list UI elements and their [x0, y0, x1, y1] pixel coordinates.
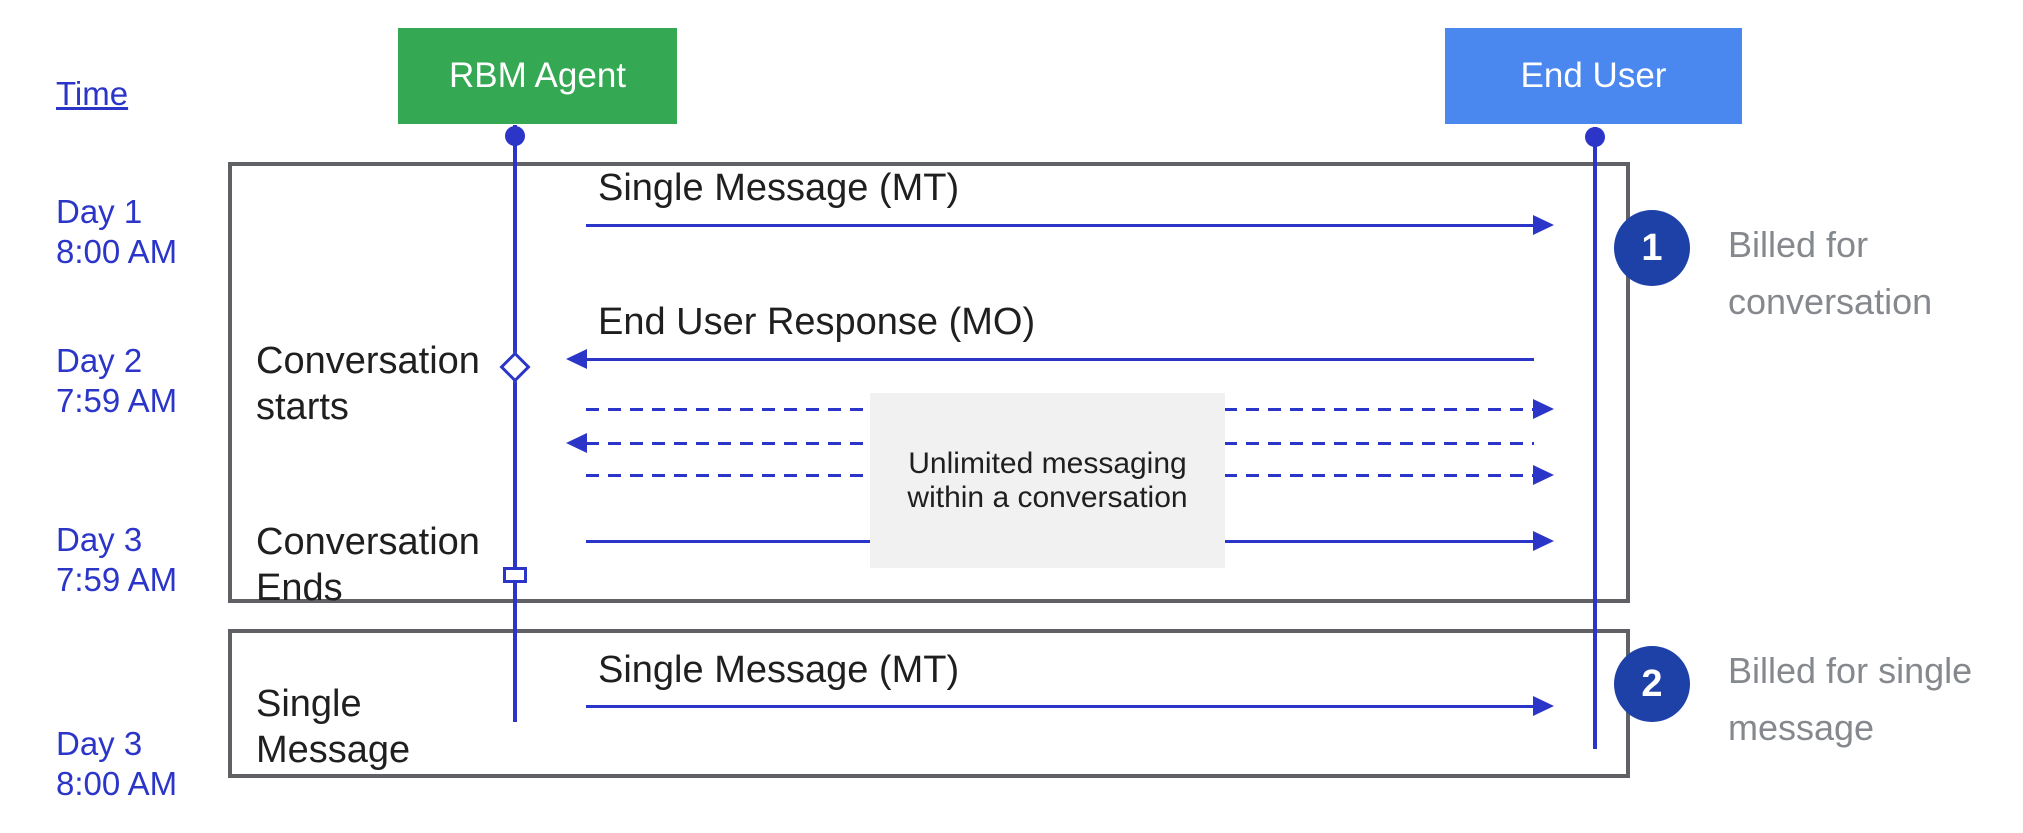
milestone-line: Single — [256, 683, 362, 725]
caption-line: conversation — [1728, 281, 1933, 322]
caption-line: Billed for — [1728, 224, 1869, 265]
milestone-conversation-ends: Conversation Ends — [256, 519, 480, 611]
timestamp-day1: Day 1 8:00 AM — [56, 192, 177, 272]
end-user-lifeline — [1593, 127, 1597, 749]
arrowhead-right-icon — [1533, 696, 1554, 716]
caption-billed-for-single-message: Billed for single message — [1728, 642, 1972, 756]
message-label-end-user-response-mo: End User Response (MO) — [598, 301, 1036, 343]
milestone-line: Ends — [256, 567, 343, 609]
time-axis-label: Time — [56, 75, 129, 112]
milestone-single-message: Single Message — [256, 681, 410, 773]
milestone-line: Conversation — [256, 340, 480, 382]
arrow-shaft — [586, 223, 1534, 227]
caption-line: message — [1728, 707, 1875, 748]
actor-rbm-agent: RBM Agent — [398, 28, 677, 124]
arrowhead-right-icon — [1533, 531, 1554, 551]
message-label-single-message-mt: Single Message (MT) — [598, 167, 960, 209]
arrowhead-right-icon — [1533, 215, 1554, 235]
milestone-line: starts — [256, 386, 349, 428]
timestamp-time: 7:59 AM — [56, 382, 178, 419]
conversation-end-square-icon — [503, 567, 527, 583]
timestamp-day3-end: Day 3 7:59 AM — [56, 520, 177, 600]
note-line: Unlimited messaging — [908, 446, 1187, 480]
badge-2: 2 — [1614, 646, 1690, 722]
conversation-section-box — [228, 162, 1630, 603]
note-line: within a conversation — [907, 480, 1188, 514]
timestamp-day: Day 1 — [56, 193, 143, 230]
timestamp-time: 8:00 AM — [56, 233, 178, 270]
milestone-line: Conversation — [256, 521, 480, 563]
arrowhead-left-icon — [566, 433, 587, 453]
timestamp-day: Day 3 — [56, 725, 143, 762]
timestamp-day3-single: Day 3 8:00 AM — [56, 724, 177, 804]
arrowhead-right-icon — [1533, 465, 1554, 485]
user-lifeline-start-dot — [1585, 127, 1605, 147]
timestamp-time: 7:59 AM — [56, 561, 178, 598]
timestamp-day: Day 2 — [56, 342, 143, 379]
arrowhead-left-icon — [566, 349, 587, 369]
timestamp-day: Day 3 — [56, 521, 143, 558]
message-label-single-message-mt-2: Single Message (MT) — [598, 649, 960, 691]
actor-end-user: End User — [1445, 28, 1742, 124]
timestamp-day2: Day 2 7:59 AM — [56, 341, 177, 421]
arrow-shaft — [586, 704, 1534, 708]
arrowhead-right-icon — [1533, 399, 1554, 419]
milestone-line: Message — [256, 729, 411, 771]
timestamp-time: 8:00 AM — [56, 765, 178, 802]
rbm-agent-lifeline — [513, 125, 517, 722]
milestone-conversation-starts: Conversation starts — [256, 338, 480, 430]
caption-billed-for-conversation: Billed for conversation — [1728, 216, 1932, 330]
badge-1: 1 — [1614, 210, 1690, 286]
unlimited-messaging-note: Unlimited messaging within a conversatio… — [870, 393, 1225, 568]
agent-lifeline-start-dot — [505, 126, 525, 146]
arrow-shaft — [586, 357, 1534, 361]
caption-line: Billed for single — [1728, 650, 1973, 691]
